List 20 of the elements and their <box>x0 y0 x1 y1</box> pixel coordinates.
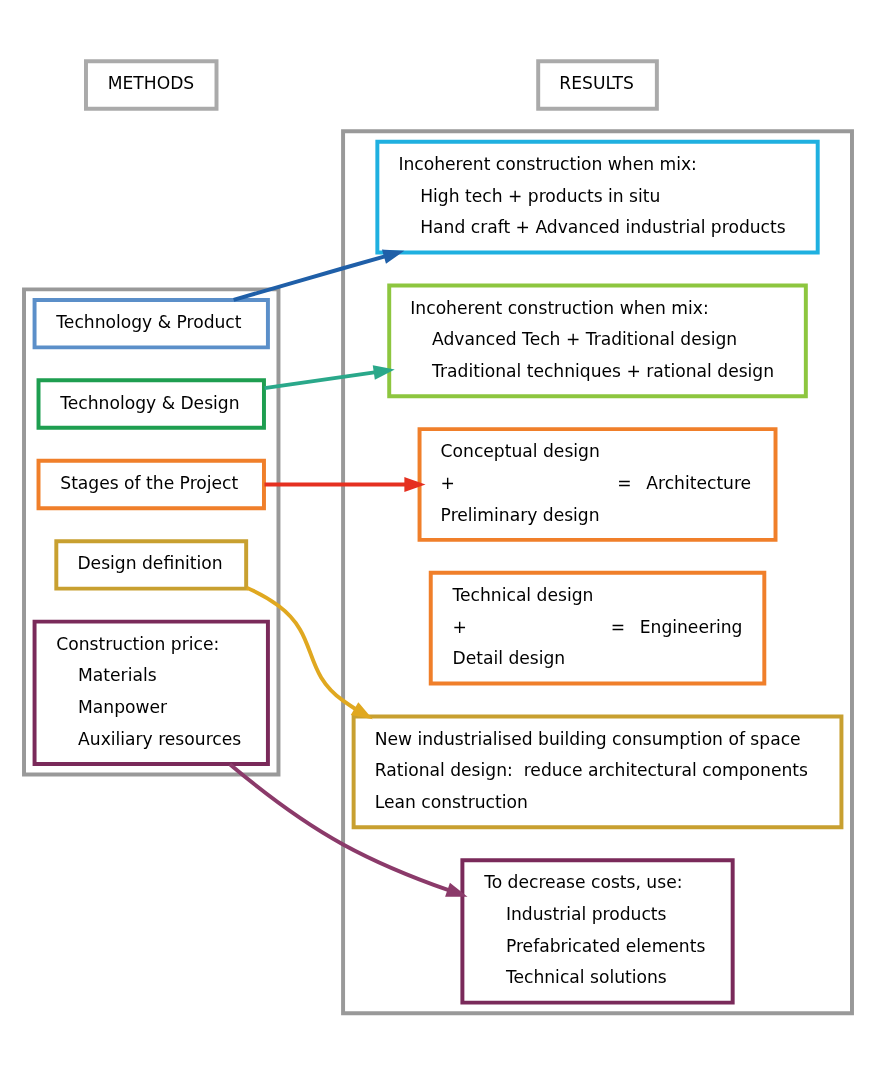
node-box: Technology & Design <box>36 377 266 430</box>
node-box: Construction price: Materials Manpower Auxiliary resources <box>32 619 270 766</box>
arrow <box>228 762 468 897</box>
node-box: Incoherent construction when mix: Advanced Tech + Traditional design Traditional techniques + rational design <box>387 282 808 398</box>
node-box: Conceptual design + = Architecture Preliminary design <box>417 426 778 542</box>
node-box: Design definition <box>54 538 249 591</box>
node-box: Technology & Product <box>32 297 270 349</box>
node-box: Stages of the Project <box>36 458 266 510</box>
node-box: Incoherent construction when mix: High tech + products in situ Hand craft + Advanced industrial products <box>375 139 820 254</box>
arrow <box>246 585 373 719</box>
node-box: METHODS <box>84 58 219 111</box>
node-box: To decrease costs, use: Industrial products Prefabricated elements Technical solutions <box>460 857 735 1005</box>
arrow <box>264 476 426 492</box>
node-box: RESULTS <box>536 58 659 111</box>
arrow <box>233 249 405 302</box>
arrow <box>264 364 395 390</box>
cluster <box>341 128 854 1015</box>
cluster <box>22 286 281 776</box>
node-box: New industrialised building consumption of space Rational design: reduce architectural components Lean construction <box>351 714 844 829</box>
node-box: Technical design + = Engineering Detail design <box>428 570 767 686</box>
